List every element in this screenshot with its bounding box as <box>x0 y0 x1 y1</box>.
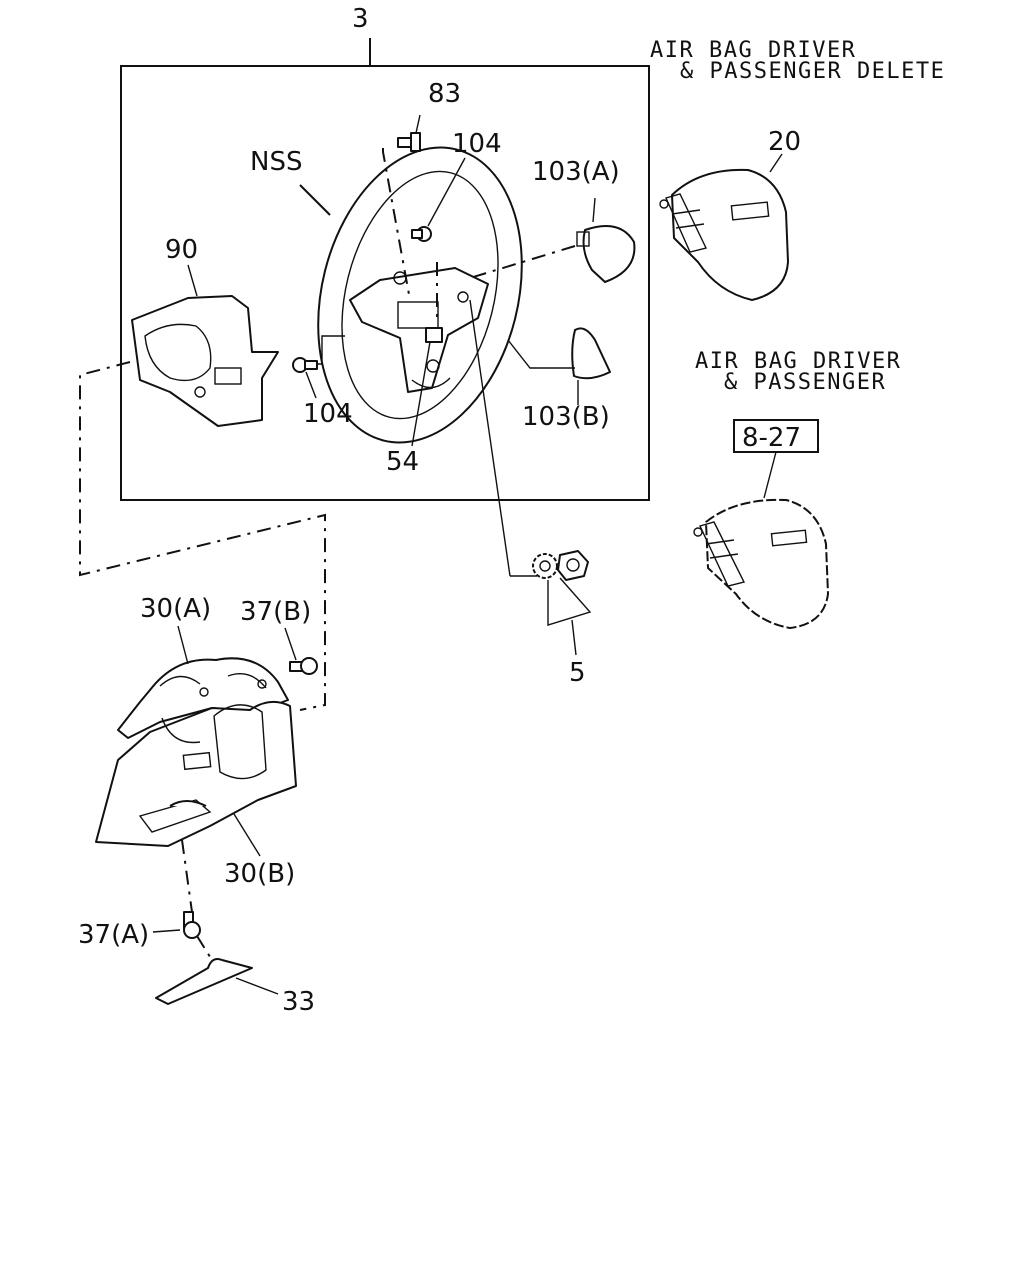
leader-30b <box>233 813 261 857</box>
leader-54 <box>411 341 431 447</box>
leader-30a <box>177 625 189 665</box>
bolt-37b <box>289 657 318 675</box>
centerline-83 <box>382 148 411 301</box>
leader-5-bracket <box>547 577 592 626</box>
callout-83: 83 <box>428 79 461 109</box>
leader-83 <box>415 114 421 134</box>
callout-104-left: 104 <box>303 399 353 429</box>
centerline-103a <box>469 245 576 279</box>
leader-104-left-conn <box>318 335 345 365</box>
reference-box-label: 8-27 <box>742 423 801 453</box>
callout-20: 20 <box>768 127 801 157</box>
bolt-83 <box>397 132 421 152</box>
switch-cover-103b <box>571 327 611 380</box>
callout-37b: 37(B) <box>240 597 311 627</box>
leader-103a <box>592 197 596 223</box>
bolt-104-left <box>292 357 318 373</box>
leader-90-to-column-cover <box>79 361 326 711</box>
leader-20 <box>769 153 783 173</box>
leader-104-left <box>305 371 317 399</box>
centerline-33 <box>196 935 213 961</box>
leader-37b <box>284 627 297 661</box>
column-cover-90 <box>131 295 279 427</box>
callout-104-top: 104 <box>452 129 502 159</box>
leader-8-27 <box>763 451 777 499</box>
note-airbag-delete-line1: AIR BAG DRIVER <box>650 38 856 63</box>
callout-3: 3 <box>352 4 369 34</box>
bolt-104-top <box>411 226 432 242</box>
callout-nss: NSS <box>250 147 302 177</box>
steering-wheel <box>317 146 523 444</box>
bolt-37a <box>183 911 201 939</box>
leader-33 <box>235 977 279 995</box>
cover-33 <box>155 958 253 1005</box>
connector-54 <box>425 327 443 343</box>
leader-104-top <box>427 157 466 227</box>
steering-wheel-assembly-frame <box>120 65 650 501</box>
leader-nss <box>299 184 331 216</box>
leader-90 <box>187 264 198 297</box>
callout-103a: 103(A) <box>532 157 620 187</box>
leader-5-conn <box>469 299 511 577</box>
nut-5 <box>557 550 589 581</box>
note-airbag-line1: AIR BAG DRIVER <box>695 349 901 374</box>
washer-5 <box>532 553 558 579</box>
callout-54: 54 <box>386 447 419 477</box>
airbag-module <box>693 498 829 629</box>
callout-33: 33 <box>282 987 315 1017</box>
callout-30b: 30(B) <box>224 859 295 889</box>
horn-pad-20 <box>659 168 789 301</box>
callout-30a: 30(A) <box>140 594 211 624</box>
leader-37a <box>152 929 181 933</box>
note-airbag-delete-line2: & PASSENGER DELETE <box>680 59 945 84</box>
callout-90: 90 <box>165 235 198 265</box>
callout-37a: 37(A) <box>78 920 149 950</box>
switch-cover-103a <box>576 225 636 283</box>
leader-5 <box>571 619 577 656</box>
callout-5: 5 <box>569 658 586 688</box>
column-cover-30b <box>95 700 297 847</box>
note-airbag-line2: & PASSENGER <box>724 370 886 395</box>
leader-103b-conn <box>507 339 575 369</box>
centerline-37a <box>181 839 193 913</box>
callout-103b: 103(B) <box>522 402 610 432</box>
